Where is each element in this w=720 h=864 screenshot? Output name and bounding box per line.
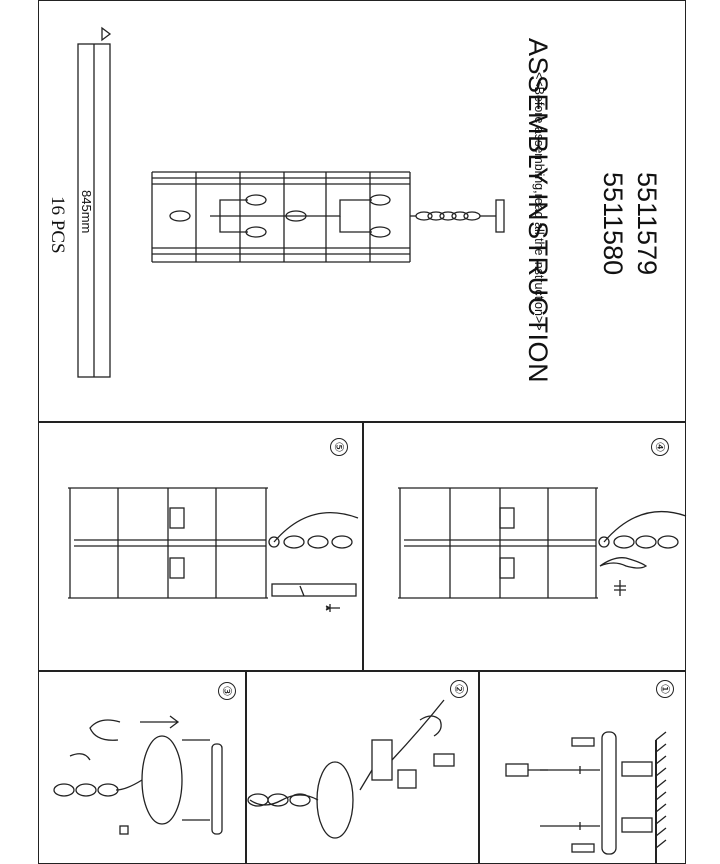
step-4-drawing	[398, 487, 687, 599]
divider-vertical-bottom-left	[245, 670, 247, 864]
rod-part-drawing	[77, 26, 112, 378]
chandelier-drawing	[151, 171, 505, 263]
step-1-drawing	[505, 731, 667, 864]
step-2-drawing	[247, 699, 455, 839]
divider-vertical-bottom-right	[478, 670, 480, 864]
step-3-drawing	[53, 715, 223, 835]
step-5-drawing	[68, 487, 359, 612]
divider-vertical-middle	[362, 421, 364, 671]
